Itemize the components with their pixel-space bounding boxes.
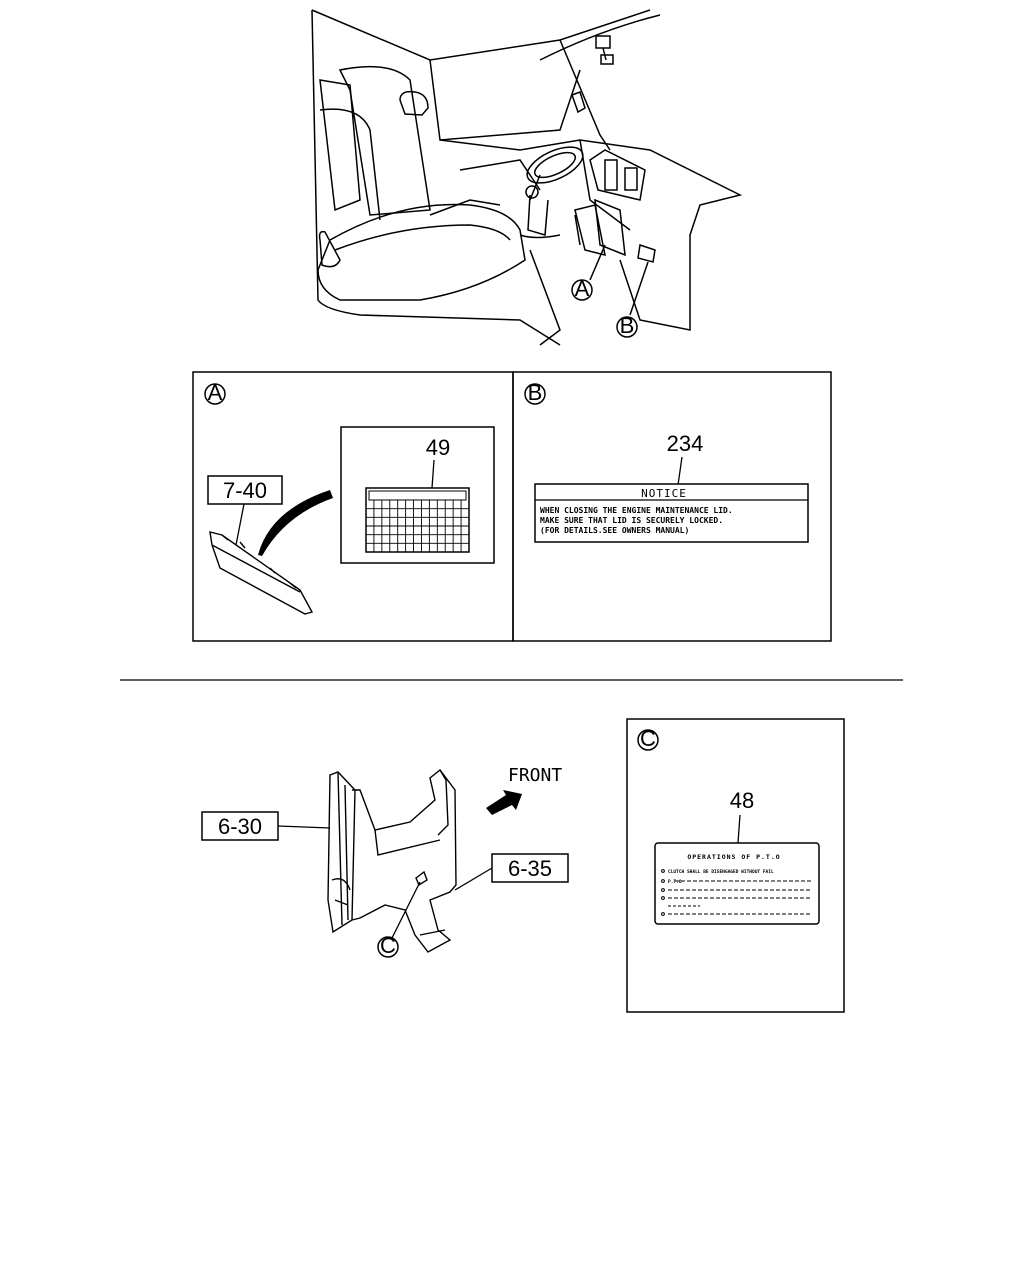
callout-c-marker: C: [377, 933, 399, 958]
lower-cover-drawing: [351, 769, 457, 953]
cab-interior-illustration: [311, 9, 743, 346]
panel-b: B 234 NOTICE WHEN CLOSING THE ENGINE MAI…: [512, 371, 832, 642]
side-panel-drawing: [327, 771, 356, 934]
notice-label: [534, 483, 809, 543]
label-49-drawing: [365, 487, 470, 553]
callout-c-text: C: [380, 933, 396, 958]
lower-assembly: FRONT 6-30 6-35 C: [201, 765, 569, 958]
pto-label-rows: [661, 869, 812, 916]
panel-c: C 48 OPERATIONS OF P.T.O CLUTCH SHALL BE…: [626, 718, 845, 1013]
callout-b-text: B: [620, 313, 635, 338]
callout-b-marker: B: [616, 313, 638, 338]
part-ref-box-7-40: [207, 475, 283, 505]
part-ref-box-6-30: [201, 811, 279, 841]
part-ref-6-35: 6-35: [508, 856, 552, 881]
panel-a: A 7-40 49: [192, 371, 514, 642]
panel-c-letter: C: [640, 726, 656, 751]
part-ref-box-6-35: [491, 853, 569, 883]
notice-line-3: (FOR DETAILS.SEE OWNERS MANUAL): [540, 526, 689, 535]
pto-label-line-1: CLUTCH SHALL BE DISENGAGED WITHOUT FAIL: [668, 869, 774, 875]
pto-label-title: OPERATIONS OF P.T.O: [687, 853, 780, 861]
lid-part-drawing: [209, 531, 314, 615]
panel-b-letter: B: [528, 380, 543, 405]
notice-line-2: MAKE SURE THAT LID IS SECURELY LOCKED.: [540, 516, 723, 525]
label-ref-48: 48: [730, 788, 754, 813]
label-ref-234: 234: [667, 431, 704, 456]
pto-label: [654, 842, 820, 925]
pto-label-line-2: P.T.O: [668, 879, 682, 885]
panel-a-letter: A: [208, 380, 223, 405]
callout-leaders: [589, 244, 649, 316]
label-49-inset: [340, 426, 495, 564]
notice-title: NOTICE: [641, 487, 687, 500]
front-arrow-icon: [486, 790, 522, 815]
callout-a-text: A: [575, 276, 590, 301]
front-label: FRONT: [508, 765, 562, 786]
part-ref-6-30: 6-30: [218, 814, 262, 839]
label-ref-49: 49: [426, 435, 450, 460]
callout-a-marker: A: [571, 276, 593, 301]
notice-line-1: WHEN CLOSING THE ENGINE MAINTENANCE LID.: [540, 506, 733, 515]
part-ref-7-40: 7-40: [223, 478, 267, 503]
pointer-swoosh: [258, 490, 333, 556]
